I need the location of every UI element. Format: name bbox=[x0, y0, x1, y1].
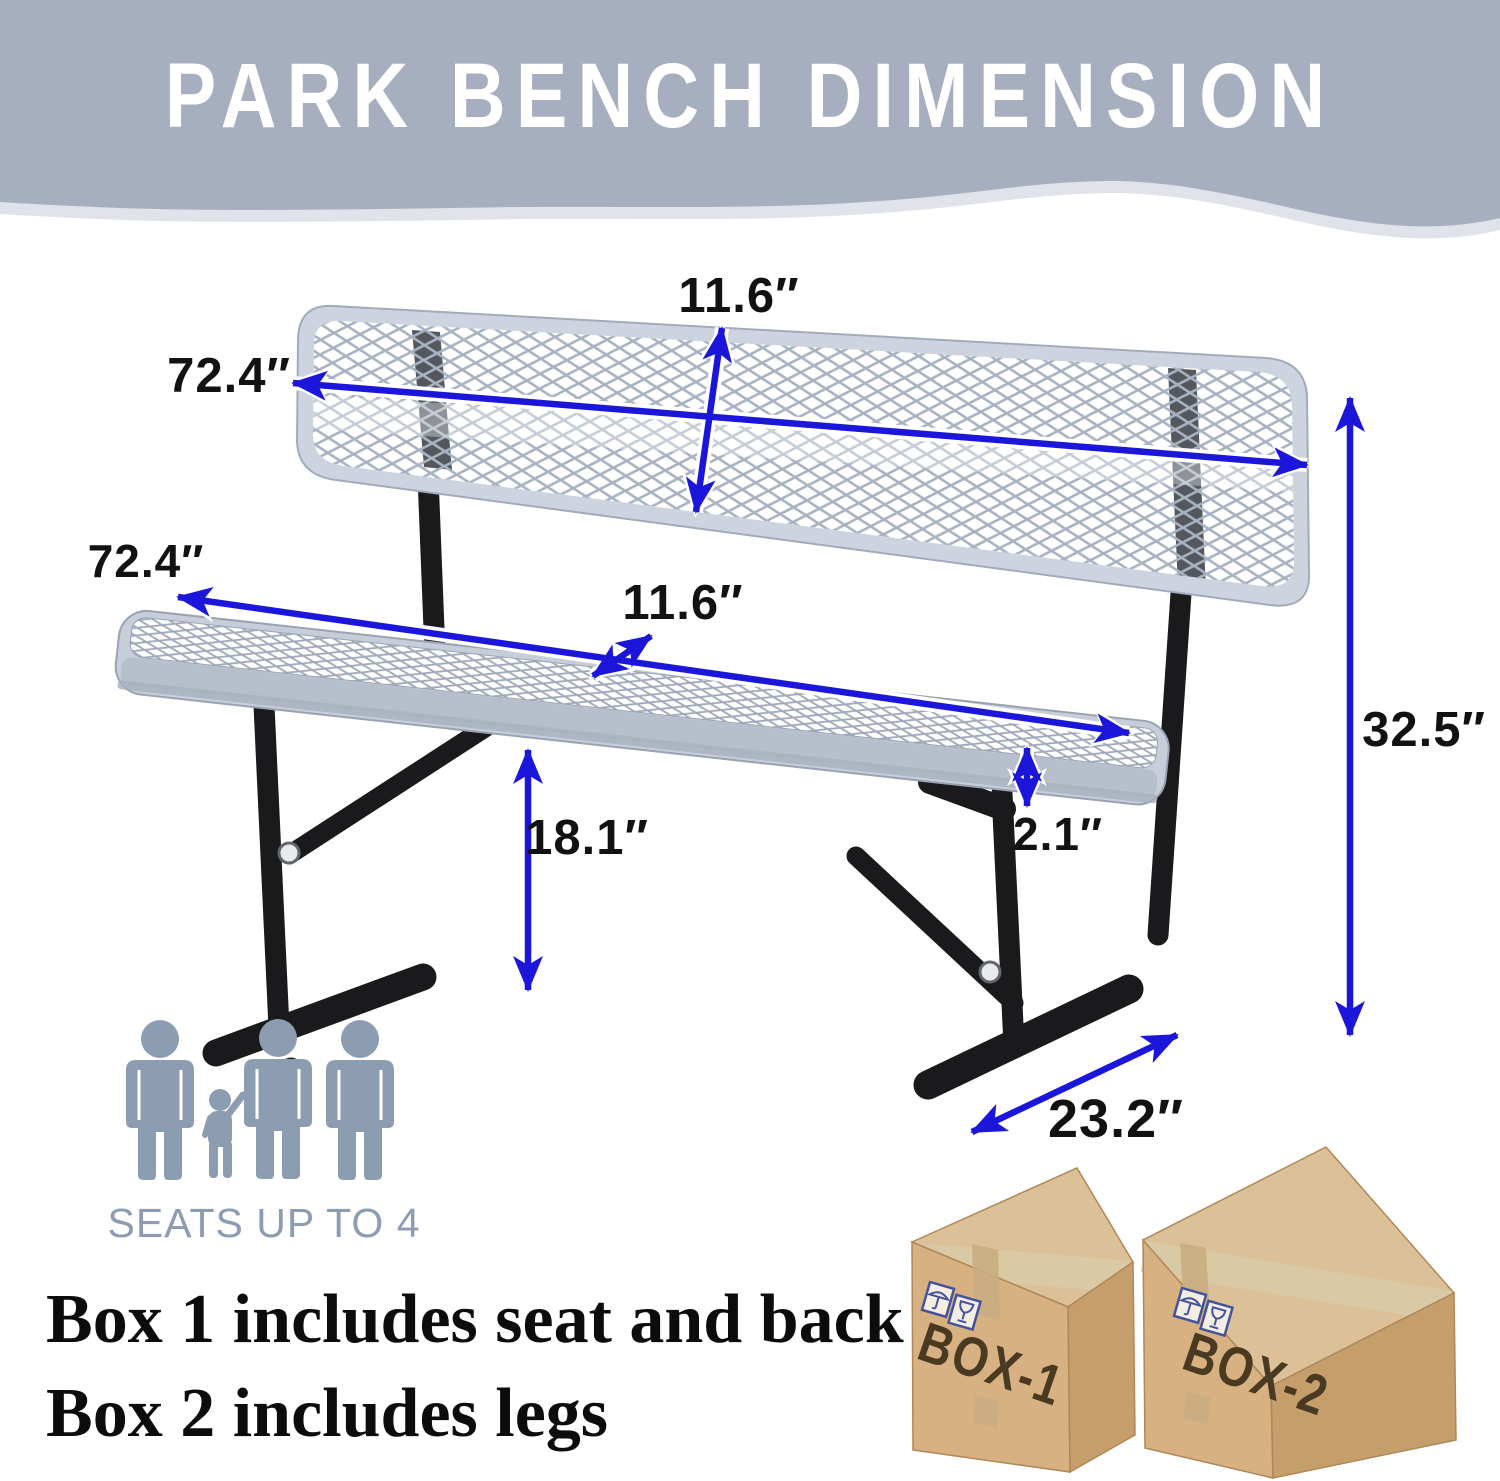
box-2: BOX-2 bbox=[1141, 1146, 1457, 1479]
left-leg-post bbox=[252, 673, 290, 1039]
left-leg-foot bbox=[202, 963, 437, 1067]
right-brace-bolt bbox=[978, 960, 1002, 984]
seat-depth-arrow bbox=[591, 633, 653, 679]
right-leg-stub bbox=[918, 770, 1016, 821]
seat-height-label: 18.1″ bbox=[525, 811, 649, 865]
capacity-icons bbox=[124, 1017, 396, 1182]
page-title: PARK BENCH DIMENSION bbox=[164, 45, 1336, 147]
umbrella-icon bbox=[926, 1291, 950, 1310]
box1-contents-note: Box 1 includes seat and back bbox=[46, 1281, 904, 1358]
left-brace-bolt bbox=[277, 841, 301, 865]
box-2-tape bbox=[1141, 1241, 1452, 1322]
umbrella-icon bbox=[1178, 1297, 1202, 1316]
back-width-label: 72.4″ bbox=[167, 349, 291, 403]
seats-capacity-label: SEATS UP TO 4 bbox=[107, 1200, 421, 1246]
back-height-arrow bbox=[685, 326, 733, 514]
seat-length-label: 72.4″ bbox=[87, 535, 205, 587]
child-icon bbox=[202, 1089, 247, 1178]
fragile-icon bbox=[1209, 1306, 1227, 1330]
base-depth-label: 23.2″ bbox=[1048, 1089, 1184, 1149]
base-depth-arrow bbox=[970, 1032, 1179, 1135]
seat-depth-label: 11.6″ bbox=[622, 576, 744, 630]
header-banner bbox=[0, 0, 1500, 239]
dimension-arrows bbox=[172, 322, 1365, 1135]
back-height-label: 11.6″ bbox=[678, 269, 800, 323]
box-1: BOX-1 bbox=[910, 1167, 1136, 1474]
box-2-shipping-icons bbox=[1172, 1286, 1235, 1338]
seat-length-arrow bbox=[176, 586, 1131, 744]
back-width-arrow bbox=[291, 370, 1309, 478]
fragile-icon bbox=[957, 1300, 975, 1324]
overall-height-label: 32.5″ bbox=[1362, 703, 1486, 757]
shipping-boxes: BOX-2 BOX-1 bbox=[910, 1146, 1457, 1479]
adult-icon bbox=[324, 1018, 396, 1182]
box-1-tape bbox=[912, 1243, 1131, 1293]
box-1-shipping-icons bbox=[920, 1280, 983, 1332]
box2-contents-note: Box 2 includes legs bbox=[46, 1375, 609, 1452]
adult-icon bbox=[124, 1018, 196, 1182]
seat-thickness-label: 2.1″ bbox=[1013, 808, 1103, 860]
